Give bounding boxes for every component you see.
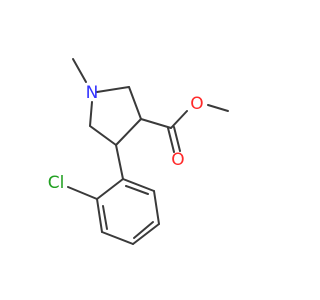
bond-n-methyl <box>72 58 87 83</box>
bond-ar3-ar4 <box>101 231 134 245</box>
bond-n-c2 <box>96 86 130 93</box>
bond-ester-o-methyl <box>207 104 229 112</box>
carbonyl-oxygen-label: O <box>171 150 184 170</box>
bond-c5-n <box>89 101 93 127</box>
bond-ar4-ar5 <box>132 223 160 245</box>
bond-carbonyl-ester-o <box>170 110 188 129</box>
bond-ar6-ar1 <box>122 178 155 192</box>
ester-oxygen-label: O <box>190 94 203 114</box>
bond-ar2-cl <box>67 186 98 200</box>
bond-ar5-ar6 <box>153 190 160 225</box>
molecule-structure: N O O Cl <box>48 58 229 245</box>
aromatic-inner-1 <box>102 205 108 230</box>
skeletal-bonds <box>67 58 229 245</box>
aromatic-inner-2 <box>133 221 154 239</box>
chlorine-atom-label: Cl <box>48 173 65 193</box>
bond-ar1-ar2 <box>96 178 124 200</box>
bond-c4-c5 <box>89 125 117 146</box>
bond-c3-c4 <box>115 118 142 146</box>
aromatic-inner-3 <box>125 185 149 195</box>
bond-c2-c3 <box>128 86 142 120</box>
bond-carbonyl-o-double-b <box>173 126 181 152</box>
bond-c3-carbonyl <box>140 118 172 129</box>
bond-c4-aryl <box>115 144 124 180</box>
bond-carbonyl-o-double-a <box>167 127 175 153</box>
bond-ar2-ar3 <box>96 198 103 233</box>
atom-labels: N O O Cl <box>48 83 204 193</box>
nitrogen-atom-label: N <box>86 83 99 103</box>
